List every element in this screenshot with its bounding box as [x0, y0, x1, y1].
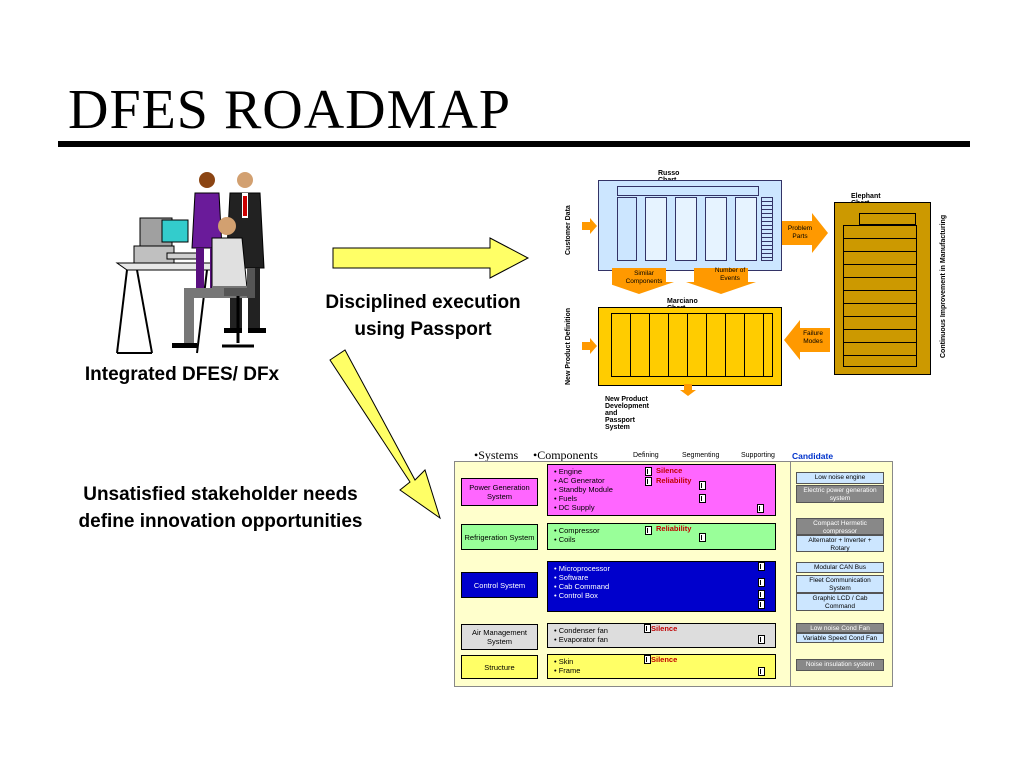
document-icon — [645, 477, 652, 486]
caption-disciplined-execution: Disciplined execution using Passport — [325, 292, 521, 340]
marciano-chart — [598, 307, 782, 386]
header-systems: •Systems — [474, 448, 519, 462]
components-structure: Skin Frame — [547, 654, 776, 679]
document-icon — [699, 481, 706, 490]
tech-modular-can-bus: Modular CAN Bus — [796, 562, 884, 573]
elephant-chart — [834, 202, 931, 375]
system-air-management: Air Management System — [461, 624, 538, 650]
tech-noise-insulation: Noise insulation system — [796, 659, 884, 671]
russo-chart — [598, 180, 782, 271]
tech-graphic-lcd: Graphic LCD / Cab Command — [796, 593, 884, 611]
component-item: DC Supply — [554, 503, 769, 512]
document-icon — [699, 494, 706, 503]
tag-reliability: Reliability — [656, 524, 692, 533]
components-control: Microprocessor Software Cab Command Cont… — [547, 561, 776, 612]
continuous-improvement-label: Continuous Improvement in Manufacturing — [940, 214, 947, 358]
component-item: Condenser fan — [554, 626, 769, 635]
new-product-definition-label: New Product Definition — [565, 308, 572, 385]
customer-data-label: Customer Data — [565, 205, 572, 255]
tag-silence: Silence — [651, 624, 678, 633]
right-arrow — [332, 237, 530, 279]
component-item: Cab Command — [554, 582, 769, 591]
component-item: AC Generator — [554, 476, 769, 485]
tech-fleet-communication: Fleet Communication System — [796, 575, 884, 593]
system-power-generation: Power Generation System — [461, 478, 538, 506]
document-icon — [645, 467, 652, 476]
components-air-management: Condenser fan Evaporator fan — [547, 623, 776, 648]
tech-low-noise-cond-fan: Low noise Cond Fan — [796, 623, 884, 633]
failure-modes-label: Failure Modes — [803, 330, 823, 345]
system-structure: Structure — [461, 655, 538, 679]
page-title: DFES ROADMAP — [68, 79, 511, 141]
component-item: Skin — [554, 657, 769, 666]
document-icon — [644, 655, 651, 664]
component-item: Standby Module — [554, 485, 769, 494]
header-segmenting: Segmenting — [682, 452, 720, 459]
component-item: Engine — [554, 467, 769, 476]
caption-unsatisfied-needs: Unsatisfied stakeholder needs define inn… — [78, 484, 363, 532]
tag-silence: Silence — [656, 466, 683, 475]
header-components: •Components — [533, 448, 598, 462]
component-item: Evaporator fan — [554, 635, 769, 644]
tag-reliability: Reliability — [656, 476, 692, 485]
caption-integrated-dfes: Integrated DFES/ DFx — [84, 364, 280, 385]
component-item: Software — [554, 573, 769, 582]
tech-compact-hermetic: Compact Hermetic compressor — [796, 518, 884, 535]
component-item: Coils — [554, 535, 769, 544]
tech-electric-power-generation: Electric power generation system — [796, 485, 884, 503]
document-icon — [699, 533, 706, 542]
document-icon — [758, 635, 765, 644]
document-icon — [758, 600, 765, 609]
document-icon — [758, 562, 765, 571]
document-icon — [644, 624, 651, 633]
components-refrigeration: Compressor Coils — [547, 523, 776, 550]
workstation-illustration — [115, 172, 266, 354]
tag-silence: Silence — [651, 655, 678, 664]
component-item: Fuels — [554, 494, 769, 503]
system-control: Control System — [461, 572, 538, 598]
document-icon — [758, 590, 765, 599]
tech-low-noise-engine: Low noise engine — [796, 472, 884, 484]
number-of-events-label: Number of Events — [714, 267, 746, 282]
document-icon — [758, 578, 765, 587]
document-icon — [758, 667, 765, 676]
problem-parts-label: Problem Parts — [787, 225, 813, 240]
component-item: Control Box — [554, 591, 769, 600]
document-icon — [757, 504, 764, 513]
document-icon — [645, 526, 652, 535]
component-item: Compressor — [554, 526, 769, 535]
bottom-label: New Product Development and Passport Sys… — [605, 396, 649, 431]
title-rule — [58, 141, 970, 147]
similar-components-label: Similar Components — [625, 270, 663, 285]
component-item: Frame — [554, 666, 769, 675]
diagonal-arrow — [329, 349, 441, 520]
header-supporting: Supporting — [741, 452, 775, 459]
header-defining: Defining — [633, 452, 659, 459]
tech-variable-speed-cond-fan: Variable Speed Cond Fan — [796, 633, 884, 643]
tech-alternator-inverter: Alternator + Inverter + Rotary — [796, 535, 884, 552]
system-refrigeration: Refrigeration System — [461, 524, 538, 550]
component-item: Microprocessor — [554, 564, 769, 573]
components-power-generation: Engine AC Generator Standby Module Fuels… — [547, 464, 776, 516]
